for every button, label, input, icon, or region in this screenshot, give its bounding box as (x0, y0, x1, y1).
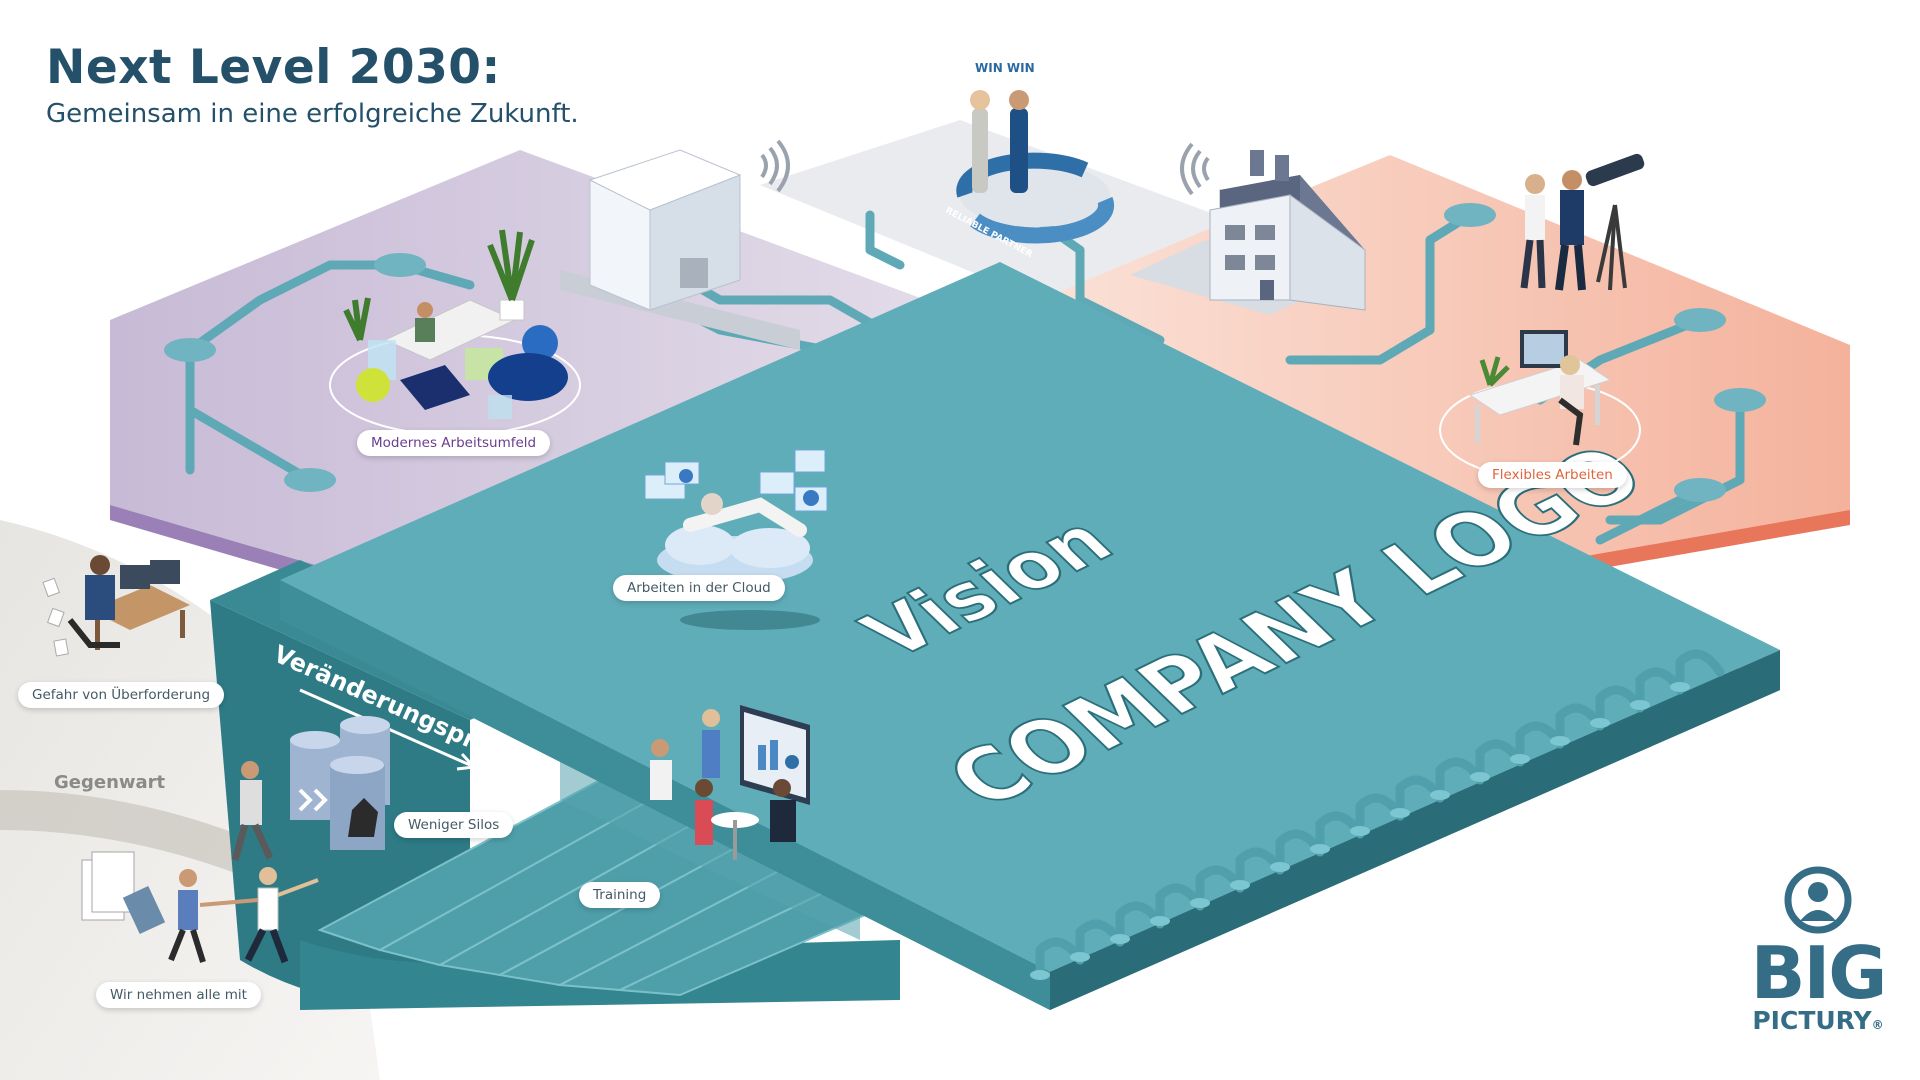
training-scene (650, 705, 810, 860)
brand-logo: BIG PICTURY® (1738, 865, 1898, 1035)
label-gegenwart: Gegenwart (54, 772, 166, 793)
lounge-scene (329, 229, 581, 436)
silos-scene (231, 716, 390, 861)
label-gefahr-von-ueberforderung: Gefahr von Überforderung (18, 682, 225, 708)
cloud-worker-scene (644, 449, 828, 630)
office-building (560, 149, 800, 350)
overload-scene (42, 555, 190, 657)
page-title: Next Level 2030: (46, 40, 501, 95)
label-modernes-arbeitsumfeld: Modernes Arbeitsumfeld (357, 430, 551, 456)
label-flexibles-arbeiten: Flexibles Arbeiten (1478, 462, 1627, 488)
process-arrow-head (456, 752, 478, 771)
logo-registered-mark: ® (1871, 1018, 1884, 1032)
label-arbeiten-in-der-cloud: Arbeiten in der Cloud (613, 575, 785, 601)
chip-pin-ends (1030, 682, 1690, 980)
house-building (1130, 150, 1366, 315)
pulling-scene (81, 851, 319, 964)
logo-person-icon (1784, 866, 1852, 934)
logo-big-text: BIG (1750, 931, 1888, 1015)
label-weniger-silos: Weniger Silos (394, 812, 514, 838)
label-wir-nehmen-alle-mit: Wir nehmen alle mit (96, 982, 261, 1008)
wifi-icon-office (760, 139, 790, 193)
telescope-scene (1520, 153, 1645, 291)
wifi-icon-house (1180, 142, 1210, 196)
logo-pictury-text: PICTURY (1752, 1006, 1872, 1035)
page-subtitle: Gemeinsam in eine erfolgreiche Zukunft. (46, 99, 579, 129)
title-block: Next Level 2030: Gemeinsam in eine erfol… (46, 40, 579, 129)
circuit-pads (164, 203, 1766, 502)
label-training: Training (579, 882, 661, 908)
win-win-text: WIN WIN (975, 61, 1035, 75)
logo-small-text: PICTURY® (1738, 1006, 1898, 1035)
